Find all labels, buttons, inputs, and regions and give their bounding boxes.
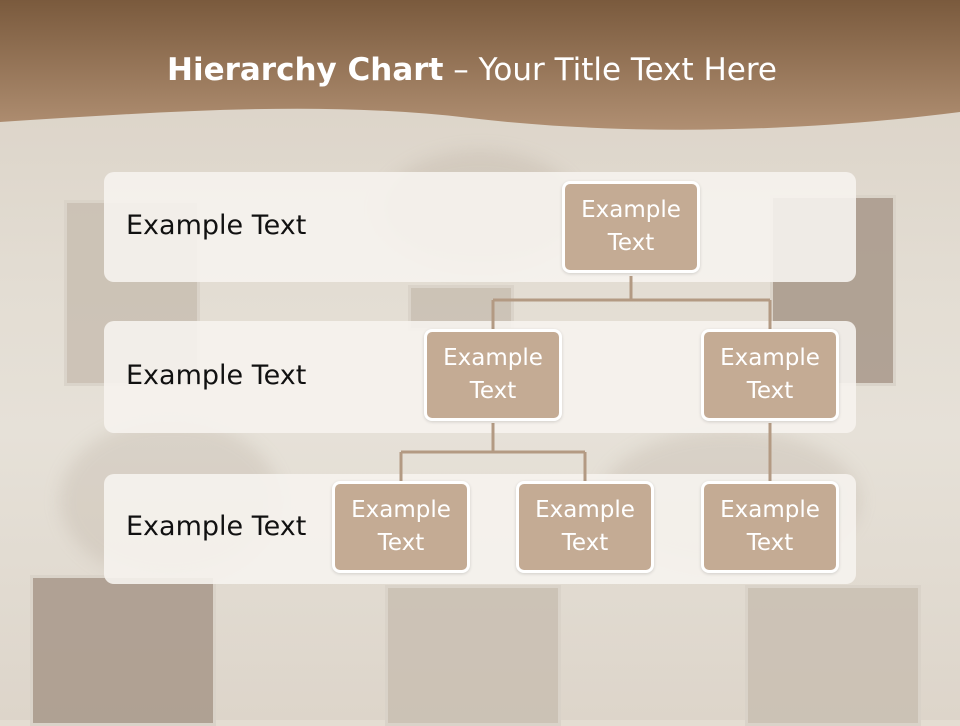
connector-midleft-to-leaves — [399, 423, 587, 481]
node-leaf-1[interactable]: Example Text — [332, 481, 470, 573]
node-mid-right[interactable]: Example Text — [701, 329, 839, 421]
level-label-2: Example Text — [126, 360, 307, 391]
node-leaf-2-label: Example Text — [535, 497, 635, 556]
node-mid-right-label: Example Text — [720, 345, 820, 404]
node-root-label: Example Text — [581, 197, 681, 256]
level-label-1: Example Text — [126, 210, 307, 241]
node-leaf-2[interactable]: Example Text — [516, 481, 654, 573]
node-leaf-3[interactable]: Example Text — [701, 481, 839, 573]
connector-root-to-mid — [491, 276, 772, 329]
header-banner — [0, 0, 960, 130]
node-mid-left-label: Example Text — [443, 345, 543, 404]
node-root[interactable]: Example Text — [562, 181, 700, 273]
node-leaf-3-label: Example Text — [720, 497, 820, 556]
node-leaf-1-label: Example Text — [351, 497, 451, 556]
node-mid-left[interactable]: Example Text — [424, 329, 562, 421]
page-title: Hierarchy Chart – Your Title Text Here — [167, 52, 777, 88]
level-band-1 — [104, 172, 856, 282]
level-label-3: Example Text — [126, 511, 307, 542]
